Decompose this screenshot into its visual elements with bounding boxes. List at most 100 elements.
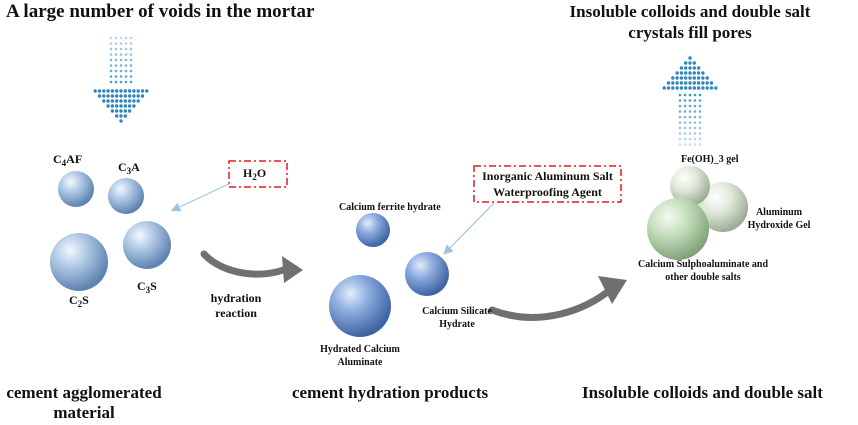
arrow-dot [698, 126, 702, 130]
stage1-bottom-label-line2: material [53, 403, 115, 422]
agent-label-line1: Inorganic Aluminum Salt [482, 169, 613, 183]
arrow-dot [692, 76, 696, 80]
arrow-dot [683, 121, 687, 124]
aluminum-gel-label: Aluminum Hydroxide Gel [736, 206, 822, 232]
arrow-dot [123, 99, 128, 103]
arrow-dot [124, 42, 128, 45]
arrow-dot [109, 42, 113, 45]
arrow-dot [679, 76, 684, 80]
arrow-dot [671, 81, 675, 85]
arrow-dot [688, 99, 692, 102]
c3s-label: C3S [137, 279, 157, 295]
arrow-dot [119, 75, 123, 78]
arrow-dot [109, 64, 113, 67]
arrow-dot [688, 110, 692, 113]
arrow-dot [110, 99, 115, 103]
arrow-dot [678, 99, 682, 102]
arrow-dot [701, 81, 705, 85]
arrow-dot [679, 81, 684, 85]
arrow-dot [106, 94, 110, 98]
arrow-dot [129, 42, 133, 45]
silicate-label-line1: Calcium Silicate [422, 306, 492, 317]
dotted-down-arrow-icon [93, 36, 149, 123]
arrow-dot [129, 47, 133, 51]
filling-arrow-icon [488, 286, 614, 321]
arrow-dot [140, 94, 145, 98]
arrow-dot [678, 143, 682, 146]
arrow-dot [698, 104, 702, 108]
arrow-dot [123, 104, 128, 108]
arrow-dot [698, 121, 702, 124]
arrow-dot [119, 53, 123, 56]
arrow-dot [124, 75, 128, 78]
arrow-dot [119, 69, 123, 73]
arrow-dot [140, 89, 145, 93]
ferrite-label: Calcium ferrite hydrate [339, 202, 441, 213]
arrow-dot [698, 132, 702, 135]
arrow-dot [698, 93, 702, 97]
arrow-dot [675, 86, 679, 90]
filling-arrow-head [598, 276, 627, 304]
arrow-dot [678, 121, 682, 124]
sulpho-label-line2: other double salts [665, 272, 741, 283]
arrow-dot [714, 86, 718, 90]
hydration-label: hydration reaction [196, 291, 276, 321]
arrow-dot [119, 64, 123, 67]
arrow-dot [698, 110, 702, 113]
agent-label-line2: Waterproofing Agent [493, 185, 602, 199]
arrow-dot [124, 64, 128, 67]
arrow-dot [115, 109, 119, 113]
arrow-dot [688, 86, 692, 90]
arrow-dot [115, 114, 119, 118]
arrow-dot [678, 126, 682, 130]
stage1-bottom-label: cement agglomerated material [5, 383, 163, 423]
arrow-dot [693, 143, 697, 146]
arrow-dot [115, 99, 119, 103]
stage1-bottom-label-line1: cement agglomerated [6, 383, 162, 402]
arrow-dot [692, 81, 696, 85]
arrow-dot [688, 93, 692, 97]
arrow-dot [683, 104, 687, 108]
arrow-dot [693, 99, 697, 102]
arrow-dot [132, 99, 136, 103]
arrow-dot [705, 81, 709, 85]
arrow-dot [675, 71, 679, 75]
arrow-dot [683, 137, 687, 141]
arrow-dot [688, 71, 692, 75]
feoh-gel-sphere [670, 166, 710, 206]
arrow-dot [110, 109, 115, 113]
feoh-label: Fe(OH)_3 gel [681, 154, 739, 165]
arrow-dot [698, 143, 702, 146]
arrow-dot [684, 86, 688, 90]
arrow-dot [115, 89, 119, 93]
stage3-top-label-line1: Insoluble colloids and double salt [569, 2, 811, 21]
aluminate-label: Hydrated Calcium Aluminate [305, 343, 415, 369]
hydration-label-line1: hydration [210, 291, 262, 305]
arrow-dot [119, 47, 123, 51]
sulpho-label-line1: Calcium Sulphoaluminate and [637, 259, 769, 270]
water-arrow [170, 182, 232, 212]
arrow-dot [662, 86, 666, 90]
arrow-dot [696, 66, 701, 70]
arrow-dot [124, 47, 128, 51]
arrow-dot [683, 99, 687, 102]
silicate-label-line2: Hydrate [439, 319, 475, 330]
arrow-dot [683, 126, 687, 130]
arrow-dot [119, 104, 123, 108]
arrow-dot [675, 76, 679, 80]
arrow-dot [693, 121, 697, 124]
arrow-dot [114, 53, 118, 56]
arrow-dot [132, 104, 136, 108]
arrow-dot [114, 42, 118, 45]
arrow-dot [692, 71, 696, 75]
arrow-dot [127, 89, 132, 93]
arrow-dot [679, 71, 684, 75]
c2s-sphere [50, 233, 108, 291]
c3a-sphere [108, 178, 144, 214]
arrow-dot [688, 121, 692, 124]
arrow-dot [132, 94, 136, 98]
arrow-dot [688, 137, 692, 141]
arrow-dot [688, 143, 692, 146]
arrow-dot [119, 94, 123, 98]
